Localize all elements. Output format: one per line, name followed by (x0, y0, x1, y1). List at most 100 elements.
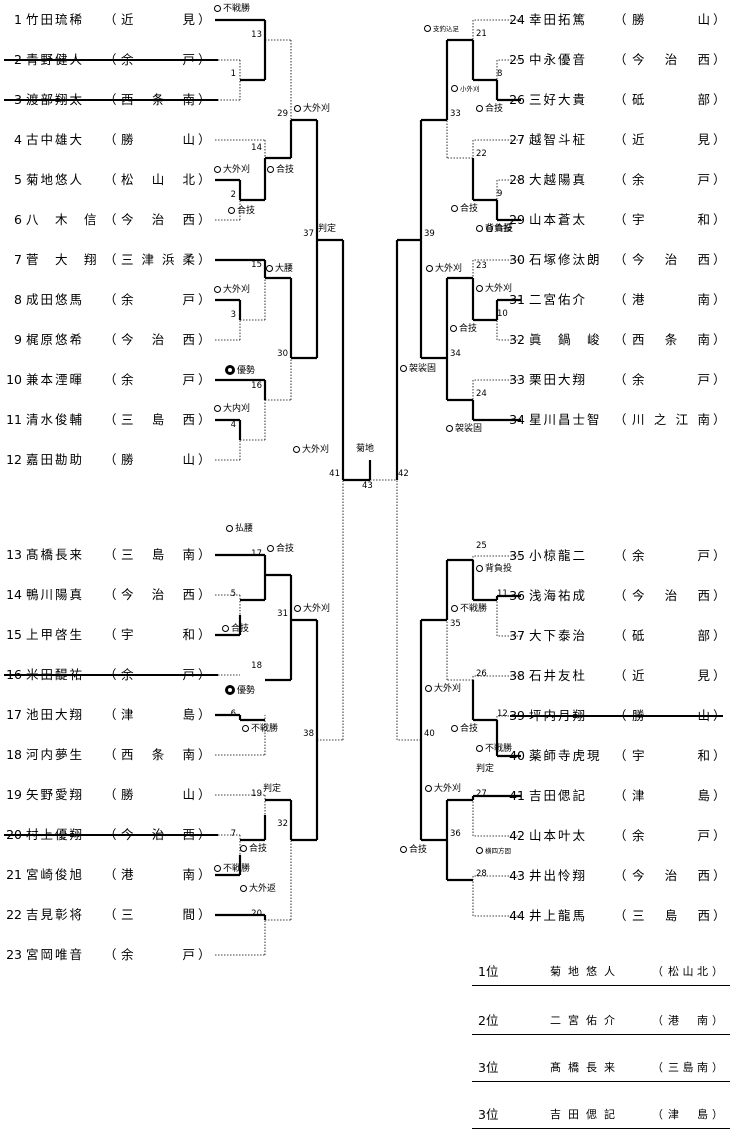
match-number: 42 (398, 469, 409, 479)
result-annotation: 合技 (228, 206, 255, 217)
paren-close: ） (198, 587, 211, 602)
annotation-text: 横四方固 (485, 847, 511, 855)
result-annotation: 合技 (400, 845, 427, 856)
circle-icon (294, 105, 301, 112)
paren-close: ） (713, 92, 726, 107)
winner-school: 松山北 (668, 965, 708, 978)
result-annotation: 大腰 (266, 264, 293, 275)
match-number: 2 (230, 190, 236, 200)
entry-school: 三間 (121, 907, 195, 922)
entry-number: 24 (509, 12, 525, 27)
paren-close: ） (713, 548, 726, 563)
paren-open: （ (104, 587, 117, 602)
paren-open: （ (614, 212, 627, 227)
winner-school: 港南 (668, 1014, 708, 1027)
entry-name: 浅海祐成 (529, 588, 588, 603)
result-rule (472, 1034, 730, 1035)
circle-icon (446, 425, 453, 432)
entry-name: 井上龍馬 (529, 908, 588, 923)
paren-close: ） (198, 372, 211, 387)
paren-open: （ (104, 132, 117, 147)
annotation-text: 合技 (460, 204, 479, 214)
withdrawn-strike (510, 715, 723, 717)
paren-close: ） (198, 787, 211, 802)
result-annotation: 不戦勝 (451, 604, 487, 615)
result-annotation: 小外刈 (451, 84, 480, 95)
paren-open: （ (614, 372, 627, 387)
paren-open: （ (104, 907, 117, 922)
entry-name: 成田悠馬 (26, 292, 85, 307)
entry-name: 石井友杜 (529, 668, 588, 683)
entry-name: 八 木 信 (26, 212, 99, 227)
entry-number: 32 (509, 332, 525, 347)
paren-close: ） (713, 252, 726, 267)
entry-number: 8 (14, 292, 22, 307)
entry-school: 宇和 (632, 748, 710, 763)
entry-school: 勝山 (121, 132, 195, 147)
paren-open: （ (614, 748, 627, 763)
match-number: 27 (476, 789, 487, 799)
circle-icon (476, 105, 483, 112)
entry-number: 22 (6, 907, 22, 922)
entry-name: 栗田大翔 (529, 372, 588, 387)
result-annotation: 合技 (240, 844, 267, 855)
entry-number: 13 (6, 547, 22, 562)
entry-number: 34 (509, 412, 525, 427)
paren-close: ） (713, 412, 726, 427)
annotation-text: 合技 (276, 544, 295, 554)
entry-school: 余戸 (632, 828, 710, 843)
match-number: 5 (230, 589, 236, 599)
result-annotation: 合技 (267, 544, 294, 555)
circle-icon (425, 785, 432, 792)
paren-open: （ (104, 12, 117, 27)
entry-name: 宮崎俊旭 (26, 867, 85, 882)
result-annotation: 合技 (451, 204, 478, 215)
rank: 1位 (478, 964, 499, 979)
entry-school: 三島西 (632, 908, 710, 923)
entry-number: 23 (6, 947, 22, 962)
paren-open: （ (104, 292, 117, 307)
annotation-text: 不戦勝 (223, 4, 251, 14)
paren-open: （ (104, 452, 117, 467)
circle-icon (214, 865, 221, 872)
entry-name: 清水俊輔 (26, 412, 85, 427)
result-annotation: 背負投 (476, 564, 512, 575)
match-number: 10 (497, 309, 508, 319)
entry-name: 石塚修汰朗 (529, 252, 602, 267)
match-number: 4 (230, 420, 236, 430)
entry-name: 三好大貴 (529, 92, 588, 107)
paren-open: （ (104, 707, 117, 722)
circle-icon (228, 207, 235, 214)
entry-name: 星川昌士智 (529, 412, 602, 427)
entry-school: 近見 (121, 12, 195, 27)
entry-school: 勝山 (121, 452, 195, 467)
paren-close: ） (713, 172, 726, 187)
annotation-text: 判定 (318, 224, 337, 234)
result-annotation: 菊地 (356, 444, 374, 455)
entry-school: 今治西 (121, 332, 195, 347)
circle-icon (451, 85, 458, 92)
match-number: 20 (251, 909, 262, 919)
entry-school: 余戸 (121, 947, 195, 962)
winner-name: 二宮佑介 (550, 1014, 622, 1027)
circle-icon (451, 605, 458, 612)
annotation-text: 不戦勝 (251, 724, 279, 734)
annotation-text: 支釣込足 (433, 25, 459, 33)
annotation-text: 大外刈 (223, 165, 251, 175)
result-annotation: 優勢 (225, 685, 255, 697)
paren-open: （ (614, 132, 627, 147)
match-number: 38 (303, 729, 314, 739)
entry-school: 余戸 (632, 372, 710, 387)
match-number: 30 (277, 349, 288, 359)
